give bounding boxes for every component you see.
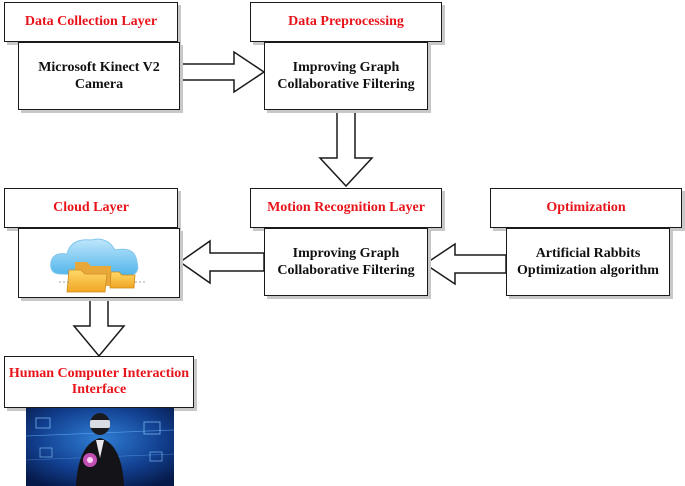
cloud-folder-icon (50, 238, 147, 293)
motion-recognition-line-2: Collaborative Filtering (277, 263, 415, 278)
hci-title-line-1: Human Computer Interaction (8, 366, 190, 381)
data-preprocessing-line-2: Collaborative Filtering (277, 77, 415, 92)
data-collection-content-box: Microsoft Kinect V2 Camera (18, 42, 180, 110)
data-collection-title: Data Collection Layer (24, 14, 158, 29)
cloud-image-box (18, 228, 180, 298)
arrow-kinect-to-preprocessing (179, 50, 266, 94)
arrow-motion-to-cloud (178, 239, 265, 285)
motion-recognition-line-1: Improving Graph (292, 246, 400, 261)
data-collection-line-2: Camera (74, 77, 124, 92)
data-preprocessing-content-box: Improving Graph Collaborative Filtering (264, 42, 428, 110)
vr-headset-person-icon (26, 408, 174, 486)
optimization-title: Optimization (546, 200, 626, 215)
data-collection-line-1: Microsoft Kinect V2 (38, 60, 160, 75)
arrow-optimization-to-motion (423, 242, 507, 286)
motion-recognition-title-box: Motion Recognition Layer (250, 188, 442, 228)
motion-recognition-title: Motion Recognition Layer (267, 200, 425, 215)
motion-recognition-content-box: Improving Graph Collaborative Filtering (264, 228, 428, 296)
hci-title-box: Human Computer Interaction Interface (4, 356, 194, 408)
optimization-line-2: Optimization algorithm (517, 263, 659, 278)
arrow-preprocessing-to-motion (318, 109, 374, 188)
cloud-title-box: Cloud Layer (4, 188, 178, 228)
optimization-title-box: Optimization (490, 188, 682, 228)
hci-image (26, 408, 174, 486)
cloud-title: Cloud Layer (53, 200, 129, 215)
data-collection-title-box: Data Collection Layer (4, 2, 178, 42)
data-preprocessing-line-1: Improving Graph (292, 60, 400, 75)
optimization-content-box: Artificial Rabbits Optimization algorith… (506, 228, 670, 296)
optimization-line-1: Artificial Rabbits (535, 246, 641, 261)
hci-title-line-2: Interface (71, 382, 127, 397)
arrow-cloud-to-hci (72, 297, 126, 358)
data-preprocessing-title-box: Data Preprocessing (250, 2, 442, 42)
data-preprocessing-title: Data Preprocessing (288, 14, 404, 29)
